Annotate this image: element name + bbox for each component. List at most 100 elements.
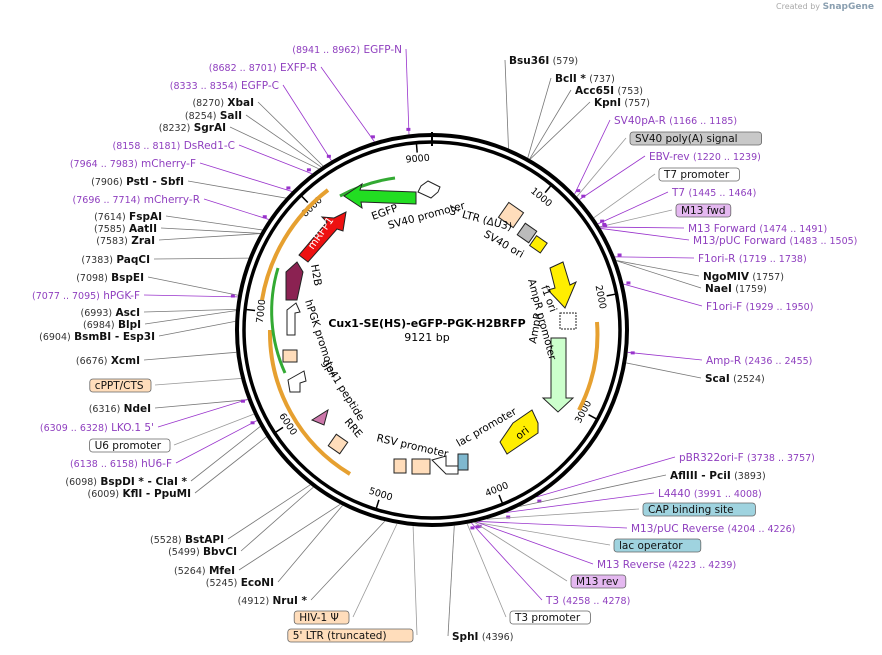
label-hu6-f[interactable]: (6138 .. 6158) hU6-F: [70, 458, 172, 470]
label-egfp-c[interactable]: (8333 .. 8354) EGFP-C: [170, 80, 279, 92]
label-mcherry-r[interactable]: (7696 .. 7714) mCherry-R: [73, 194, 200, 206]
leader-m13pucrev: [478, 521, 628, 529]
label-zrai[interactable]: (7583) ZraI: [96, 235, 155, 247]
label-bspdi[interactable]: (6098) BspDI * - ClaI *: [65, 476, 187, 488]
label-m13fwd[interactable]: M13 fwd: [675, 203, 732, 218]
name-text-blpi: (6984) BlpI: [83, 319, 141, 331]
tick-9000: [415, 142, 418, 153]
name-text-exfp-r: (8682 .. 8701) EXFP-R: [209, 62, 317, 74]
label-exfp-r[interactable]: (8682 .. 8701) EXFP-R: [209, 62, 317, 74]
label-sgrai[interactable]: (8232) SgrAI: [159, 122, 226, 134]
name-text-paqci: (7383) PaqCI: [81, 254, 150, 266]
label-t7[interactable]: T7 (1445 .. 1464): [671, 187, 756, 199]
label-sv40polya[interactable]: SV40 poly(A) signal: [629, 131, 763, 146]
label-lko[interactable]: (6309 .. 6328) LKO.1 5': [40, 422, 154, 434]
label-f1ori-f[interactable]: F1ori-F (1929 .. 1950): [706, 301, 813, 313]
label-t3prom[interactable]: T3 promoter: [509, 610, 591, 625]
leader-psti: [187, 180, 286, 199]
leader-cppt: [154, 378, 242, 386]
label-mcherry-f[interactable]: (7964 .. 7983) mCherry-F: [70, 158, 196, 170]
label-psti[interactable]: (7906) PstI - SbfI: [91, 176, 184, 188]
label-bbvci[interactable]: (5499) BbvCI: [168, 546, 237, 558]
label-econi[interactable]: (5245) EcoNI: [206, 577, 274, 589]
label-bspei[interactable]: (7098) BspEI: [76, 272, 144, 284]
leader-ltr5: [412, 526, 418, 636]
tick-7000: [245, 308, 256, 312]
label-nrui[interactable]: (4912) NruI *: [238, 595, 308, 607]
label-t7prom[interactable]: T7 promoter: [658, 167, 740, 182]
label-amp-r[interactable]: Amp-R (2436 .. 2455): [706, 355, 812, 367]
label-kfli[interactable]: (6009) KflI - PpuMI: [88, 488, 191, 500]
tick-5000: [375, 499, 380, 510]
leader-mfei: [238, 503, 341, 571]
label-acc65i[interactable]: Acc65I (753): [575, 85, 643, 97]
label-ltr5[interactable]: 5' LTR (truncated): [287, 628, 414, 643]
name-text-l4440: L4440 (3991 .. 4008): [658, 488, 762, 500]
label-sphi[interactable]: SphI (4396): [452, 631, 513, 643]
label-ndei[interactable]: (6316) NdeI: [89, 403, 151, 415]
sv40-polya-box: [516, 222, 538, 244]
primer-mark-m13pucfwd: [603, 224, 608, 228]
leader-kpni: [529, 101, 591, 160]
label-scai[interactable]: ScaI (2524): [705, 373, 765, 385]
leader-xbai: [257, 101, 324, 167]
label-pbr322ori-f[interactable]: pBR322ori-F (3738 .. 3757): [679, 452, 815, 464]
label-ebv-rev[interactable]: EBV-rev (1220 .. 1239): [649, 151, 761, 163]
label-l4440[interactable]: L4440 (3991 .. 4008): [658, 488, 762, 500]
label-xbai[interactable]: (8270) XbaI: [192, 97, 254, 109]
label-afliii[interactable]: AflIII - PciI (3893): [670, 470, 766, 482]
egfp-arrow: [343, 182, 417, 210]
label-dsred1-c[interactable]: (8158 .. 8181) DsRed1-C: [112, 140, 235, 152]
tick-8000: [300, 194, 309, 204]
leader-bcli: [527, 77, 552, 158]
label-cap[interactable]: CAP binding site: [642, 502, 756, 517]
label-egfp-n[interactable]: (8941 .. 8962) EGFP-N: [292, 44, 402, 56]
label-kpni[interactable]: KpnI (757): [594, 97, 650, 109]
label-sali[interactable]: (8254) SalI: [185, 110, 242, 122]
tick-label-5000: 5000: [367, 486, 393, 504]
label-blpi[interactable]: (6984) BlpI: [83, 319, 141, 331]
leader-egfp-n: [405, 48, 410, 135]
label-ngomiv[interactable]: NgoMIV (1757): [703, 271, 784, 283]
label-fspai[interactable]: (7614) FspAI: [94, 211, 162, 223]
label-bsmbi[interactable]: (6904) BsmBI - Esp3I: [39, 331, 155, 343]
label-cppt[interactable]: cPPT/CTS: [89, 378, 152, 393]
feature-box-ltr5: [287, 628, 414, 643]
label-mfei[interactable]: (5264) MfeI: [174, 565, 235, 577]
label-u6[interactable]: U6 promoter: [89, 438, 171, 453]
label-hpgk-f[interactable]: (7077 .. 7095) hPGK-F: [32, 290, 140, 302]
leader-t3prom: [466, 523, 507, 618]
label-naei[interactable]: NaeI (1759): [705, 283, 767, 295]
label-m13rev[interactable]: M13 rev: [570, 574, 627, 589]
primer-mark-lko: [240, 399, 245, 403]
name-text-t3: T3 (4258 .. 4278): [545, 595, 630, 607]
snapgene-credit: Created by SnapGene: [776, 2, 874, 12]
plasmid-length: 9121 bp: [404, 331, 449, 344]
label-m13forward[interactable]: M13 Forward (1474 .. 1491): [688, 223, 827, 235]
label-bstapi[interactable]: (5528) BstAPI: [150, 534, 224, 546]
name-text-econi: (5245) EcoNI: [206, 577, 274, 589]
primer-mark-m13pucrev: [477, 524, 482, 528]
label-sv40pa-r[interactable]: SV40pA-R (1166 .. 1185): [614, 115, 737, 127]
label-asci[interactable]: (6993) AscI: [81, 307, 140, 319]
label-f1ori-r[interactable]: F1ori-R (1719 .. 1738): [698, 253, 807, 265]
leader-hpgk-f: [143, 294, 238, 298]
label-bcli[interactable]: BclI * (737): [555, 73, 615, 85]
label-m13pucrev[interactable]: M13/pUC Reverse (4204 .. 4226): [631, 523, 795, 535]
name-text-naei: NaeI (1759): [705, 283, 767, 295]
primer-mark-l4440: [506, 515, 511, 519]
label-xcmi[interactable]: (6676) XcmI: [76, 355, 140, 367]
label-aatii[interactable]: (7585) AatII: [94, 223, 157, 235]
label-paqci[interactable]: (7383) PaqCI: [81, 254, 150, 266]
label-m13pucfwd[interactable]: M13/pUC Forward (1483 .. 1505): [693, 235, 857, 247]
feature-box-hiv: [293, 610, 350, 625]
label-bsu36i[interactable]: Bsu36I (579): [509, 55, 578, 67]
label-t3[interactable]: T3 (4258 .. 4278): [545, 595, 630, 607]
feature-name-ltr5: 5' LTR (truncated): [293, 630, 387, 642]
label-m13reverse[interactable]: M13 Reverse (4223 .. 4239): [597, 559, 736, 571]
sv40-ori-box: [528, 234, 548, 254]
feature-name-lacop: lac operator: [619, 540, 683, 552]
label-lacop[interactable]: lac operator: [613, 538, 702, 553]
leader-u6: [173, 413, 255, 446]
label-hiv[interactable]: HIV-1 Ψ: [293, 610, 350, 625]
